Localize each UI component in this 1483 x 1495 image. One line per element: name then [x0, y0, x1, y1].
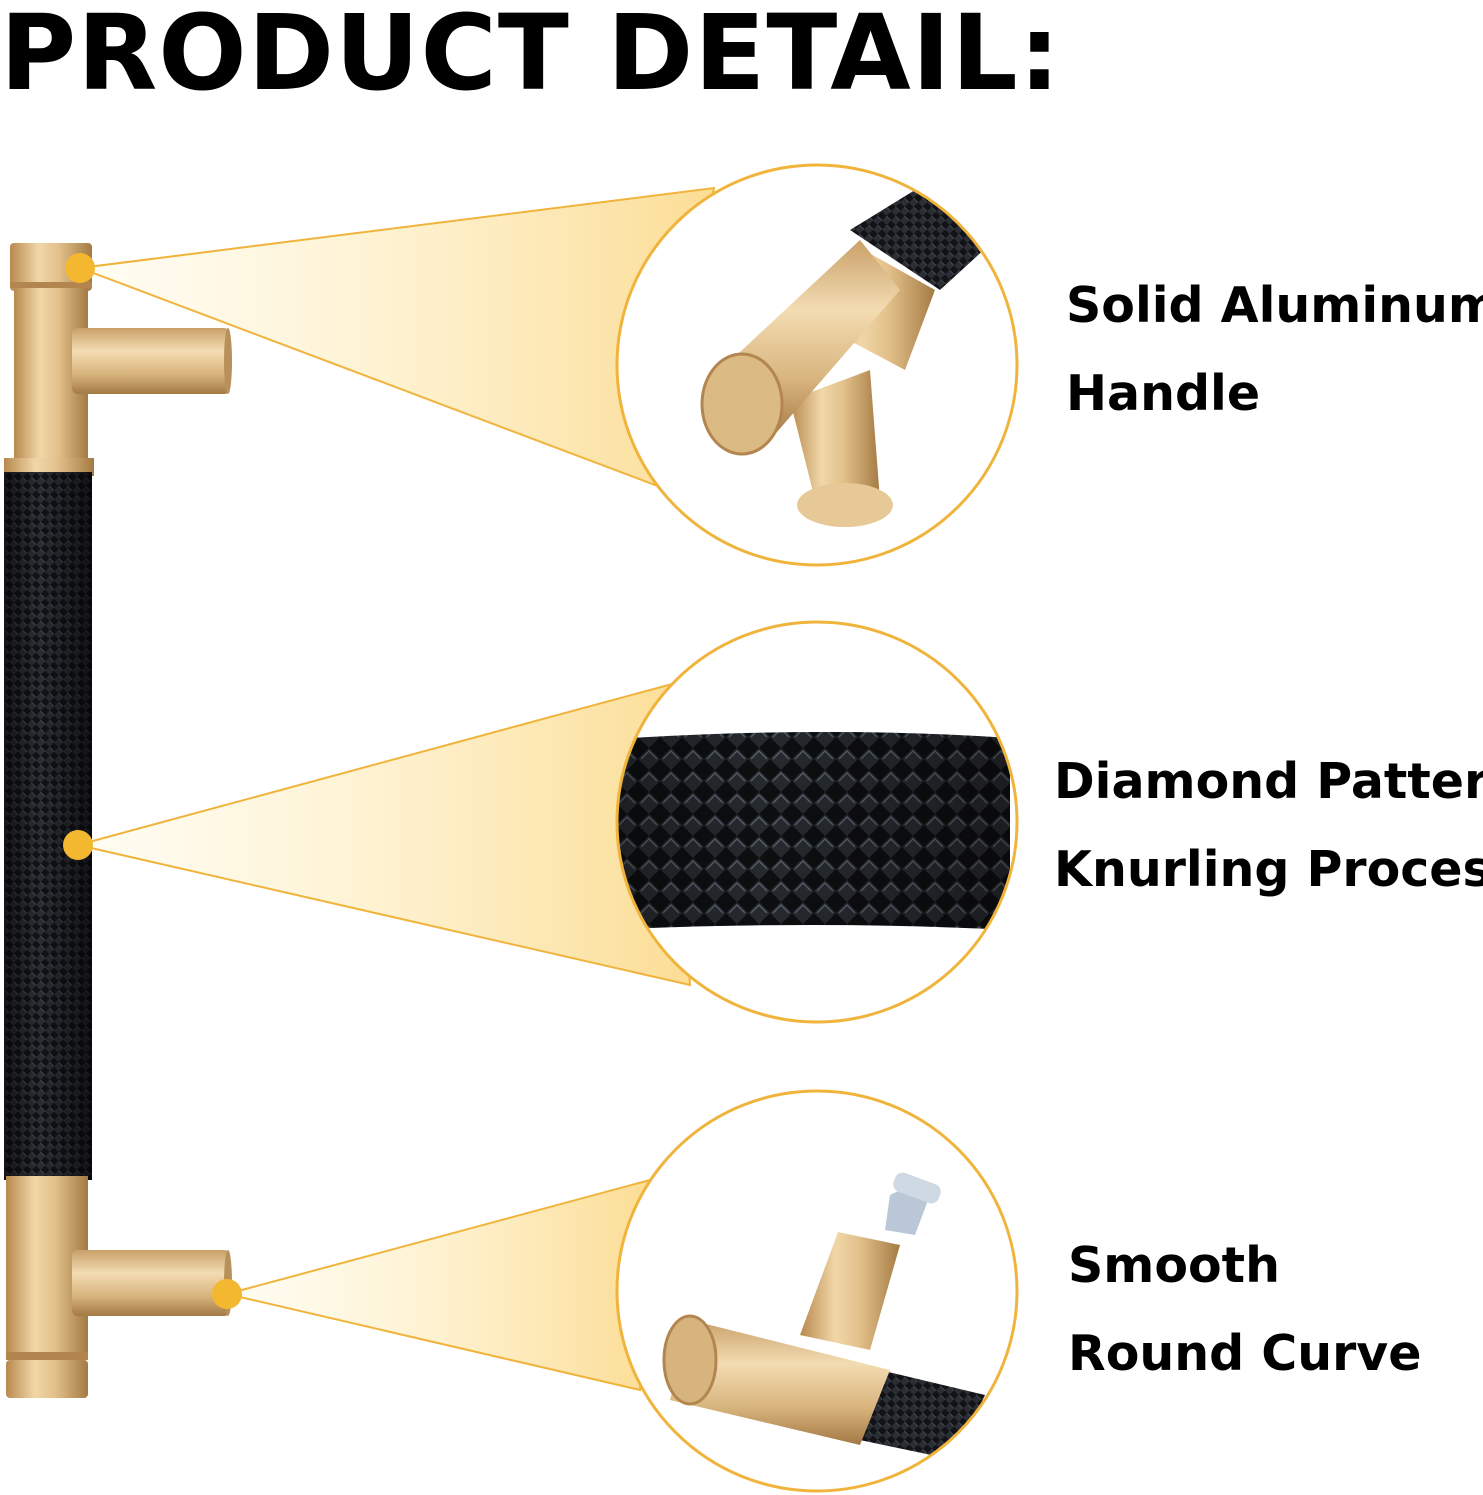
hotspot-top [65, 253, 95, 283]
feature-line: Knurling Process [1054, 841, 1483, 898]
feature-label-diamond-knurling: Diamond Pattern Knurling Process [1054, 738, 1483, 914]
feature-line: Handle [1066, 365, 1261, 422]
feature-line: Round Curve [1068, 1325, 1422, 1382]
zoom-circle-end-cap [615, 163, 1019, 567]
handle-bar [4, 243, 232, 1398]
hotspot-bottom [212, 1279, 242, 1309]
hotspot-middle [63, 830, 93, 860]
feature-label-solid-aluminum: Solid Aluminum Handle [1066, 262, 1483, 438]
feature-line: Smooth [1068, 1237, 1280, 1294]
zoom-circle-smooth-curve [615, 1089, 1019, 1493]
feature-label-smooth-curve: Smooth Round Curve [1068, 1222, 1421, 1398]
beam-bottom [226, 1178, 652, 1392]
page-title: PRODUCT DETAIL: [0, 0, 1062, 114]
zoom-circle-knurling [615, 620, 1019, 1024]
beam-middle [77, 682, 692, 987]
feature-line: Solid Aluminum [1066, 277, 1483, 334]
feature-line: Diamond Pattern [1054, 753, 1483, 810]
